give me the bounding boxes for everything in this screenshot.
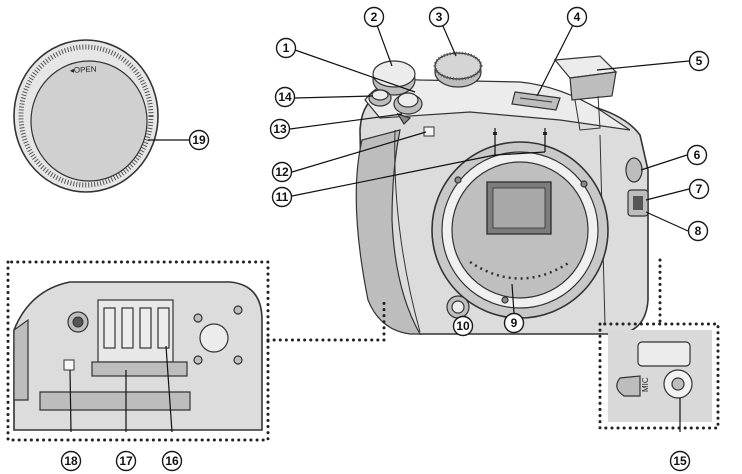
callout-17: 17	[115, 450, 137, 472]
callout-3-label: 3	[436, 10, 443, 24]
callout-4: 4	[566, 6, 588, 28]
callout-14: 14	[274, 86, 296, 108]
callout-11: 11	[271, 186, 293, 208]
callout-8-label: 8	[695, 224, 702, 238]
callout-17-label: 17	[119, 454, 133, 468]
callout-6: 6	[686, 144, 708, 166]
bottom-inset	[6, 260, 386, 442]
callout-9: 9	[503, 312, 525, 334]
callout-1: 1	[275, 37, 297, 59]
callout-12-label: 12	[275, 165, 289, 179]
callout-19-label: 19	[192, 133, 206, 147]
callout-13: 13	[269, 118, 291, 140]
callout-19: 19	[188, 129, 210, 151]
body-cap: ◂OPEN	[13, 39, 159, 193]
callout-9-label: 9	[511, 316, 518, 330]
mic-jack-label: MIC	[641, 377, 650, 392]
callout-8: 8	[687, 220, 709, 242]
callout-2-label: 2	[371, 10, 378, 24]
callout-4-label: 4	[574, 10, 581, 24]
callout-16-label: 16	[165, 454, 179, 468]
callout-7-label: 7	[696, 182, 703, 196]
callout-18: 18	[60, 450, 82, 472]
callout-16: 16	[161, 450, 183, 472]
callout-1-label: 1	[283, 41, 290, 55]
callout-6-label: 6	[694, 148, 701, 162]
callout-10-label: 10	[456, 319, 470, 333]
callout-15-label: 15	[673, 454, 687, 468]
callout-2: 2	[363, 6, 385, 28]
top-controls	[368, 51, 618, 131]
callout-5: 5	[688, 50, 710, 72]
callout-11-label: 11	[276, 190, 289, 204]
callouts: 1 2 3 4 5 6 7 8 9 10 11 12 13 14 15 16 1…	[60, 6, 710, 472]
callout-3: 3	[428, 6, 450, 28]
callout-18-label: 18	[64, 454, 78, 468]
callout-13-label: 13	[273, 122, 287, 136]
leader-lines	[69, 16, 690, 433]
callout-5-label: 5	[696, 54, 703, 68]
callout-15: 15	[669, 450, 691, 472]
callout-14-label: 14	[278, 90, 292, 104]
callout-10: 10	[452, 315, 474, 337]
callout-7: 7	[688, 178, 710, 200]
side-inset: MIC	[598, 258, 720, 430]
camera-body	[355, 79, 649, 335]
callout-12: 12	[271, 161, 293, 183]
cap-open-label: ◂OPEN	[70, 65, 97, 75]
